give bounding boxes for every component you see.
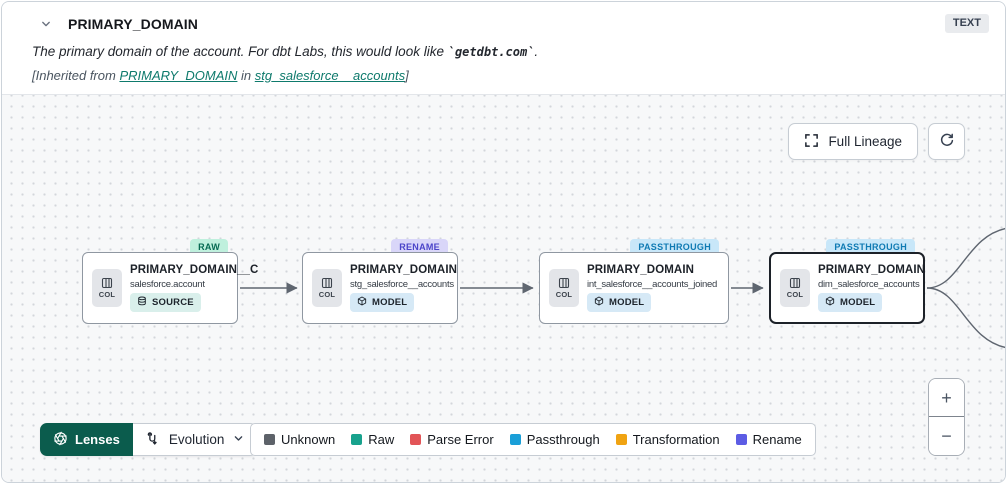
node-title: PRIMARY_DOMAIN [350,264,458,276]
full-lineage-button[interactable]: Full Lineage [788,123,918,160]
zoom-out-button[interactable]: − [929,417,964,455]
resource-type-badge: MODEL [818,293,883,312]
lineage-node-source[interactable]: RAW COL PRIMARY_DOMAIN__C salesforce.acc… [82,239,258,324]
lenses-button[interactable]: Lenses [40,423,133,456]
node-title: PRIMARY_DOMAIN__C [130,264,259,276]
lineage-node-int[interactable]: PASSTHROUGH COL PRIMARY_DOMAIN int_sales… [539,239,729,324]
node-title: PRIMARY_DOMAIN [587,264,695,276]
legend-swatch [735,434,747,445]
aperture-icon [53,431,68,449]
inherited-model-link[interactable]: stg_salesforce__accounts [254,67,406,83]
expand-icon [804,133,819,151]
lineage-canvas[interactable]: Full Lineage RAW COL PRIMA [2,95,1005,482]
legend-item: Raw [351,432,394,447]
node-subtitle: salesforce.account [130,279,205,290]
legend-swatch [509,434,521,445]
model-cube-icon [357,296,367,309]
node-subtitle: stg_salesforce__accounts [350,279,454,290]
lineage-node-dim[interactable]: PASSTHROUGH COL PRIMARY_DOMAIN dim_sales… [769,239,926,324]
column-title: PRIMARY_DOMAIN [68,15,198,32]
chevron-down-icon [233,432,244,447]
zoom-controls: + − [928,378,965,456]
route-icon [145,431,160,449]
legend-swatch [410,434,422,445]
node-title: PRIMARY_DOMAIN [818,264,926,276]
column-header: PRIMARY_DOMAIN TEXT The primary domain o… [2,2,1005,95]
lineage-node-stg[interactable]: RENAME COL PRIMARY_DOMAIN stg_salesforce… [302,239,458,324]
refresh-icon [939,132,955,151]
column-description: The primary domain of the account. For d… [32,44,539,60]
node-subtitle: dim_salesforce_accounts [818,279,920,290]
column-icon: COL [312,269,342,307]
column-type-badge: TEXT [944,14,989,34]
legend-item: Parse Error [410,432,494,447]
resource-type-badge: SOURCE [130,293,201,312]
legend-swatch [351,434,363,445]
column-icon: COL [549,269,579,307]
zoom-in-button[interactable]: + [929,379,964,417]
column-icon: COL [780,269,810,307]
inherited-column-link[interactable]: PRIMARY_DOMAIN [119,67,238,83]
lineage-legend: Unknown Raw Parse Error Passthrough Tran… [250,423,816,456]
legend-item: Unknown [264,432,335,447]
legend-item: Transformation [615,432,720,447]
column-icon: COL [92,269,122,307]
resource-type-badge: MODEL [587,293,652,312]
database-icon [137,296,147,309]
legend-swatch [264,434,275,445]
inline-code: `getdbt.com` [447,45,535,60]
lens-selector-dropdown[interactable]: Evolution [132,423,258,456]
lineage-edges [240,228,1005,348]
node-subtitle: int_salesforce__accounts_joined [587,279,718,290]
legend-swatch [615,434,627,445]
refresh-button[interactable] [928,123,965,160]
canvas-toolbar: Full Lineage [788,123,965,160]
model-cube-icon [594,296,604,309]
collapse-chevron-icon[interactable] [38,16,54,32]
resource-type-badge: MODEL [350,293,415,312]
lenses-control: Lenses Evolution [40,423,258,456]
model-cube-icon [825,296,835,309]
legend-item: Rename [735,432,802,447]
inherited-from-line: [Inherited from PRIMARY_DOMAIN in stg_sa… [32,67,409,83]
legend-item: Passthrough [509,432,600,447]
